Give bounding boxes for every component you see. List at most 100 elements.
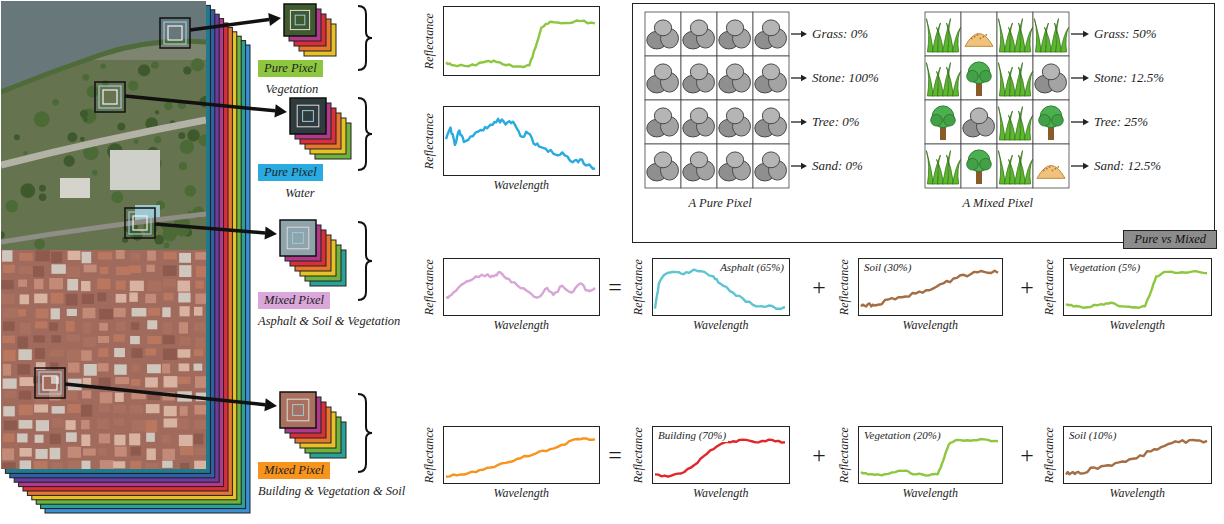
stone-icon — [690, 64, 707, 80]
percentage-label: Tree: 0% — [812, 114, 860, 130]
grass-icon — [998, 107, 1005, 140]
grass-icon — [947, 23, 954, 52]
roof — [164, 376, 178, 387]
sand-grain — [971, 38, 973, 40]
roof — [66, 432, 77, 441]
stone-icon — [726, 108, 743, 124]
grass-icon — [953, 159, 961, 184]
chart-title: Soil (30%) — [862, 261, 913, 274]
selection-square — [39, 372, 61, 394]
river — [1, 1, 206, 92]
tile-frame — [997, 12, 1033, 56]
axis-label-y: Reflectance — [422, 427, 436, 483]
grass-icon — [1008, 71, 1015, 96]
roof — [113, 405, 125, 413]
roof — [145, 463, 159, 469]
roof — [3, 406, 15, 416]
roof — [20, 448, 32, 457]
roof — [147, 448, 156, 460]
roof — [18, 309, 26, 317]
roof — [132, 364, 140, 373]
roof — [81, 420, 89, 429]
roof — [20, 294, 29, 304]
roof — [164, 293, 174, 301]
grass-icon — [1025, 115, 1033, 140]
roof — [180, 306, 190, 316]
roof — [81, 350, 92, 360]
roof — [163, 252, 176, 260]
arrow-head — [274, 104, 287, 117]
roof — [194, 322, 205, 331]
axis-label-x: Wavelength — [903, 318, 959, 332]
roof — [51, 264, 65, 274]
roof — [50, 363, 58, 371]
roof — [65, 420, 75, 430]
roof — [162, 461, 173, 468]
pixel-caption: Vegetation — [266, 82, 319, 97]
grass-icon — [1044, 27, 1051, 52]
tile-frame — [717, 144, 753, 188]
roof — [66, 294, 78, 306]
spectrum-chart: Vegetation (5%)ReflectanceWavelength — [1063, 258, 1212, 316]
tree-canopy — [39, 185, 46, 192]
tile-frame — [925, 100, 961, 144]
patch-inner — [297, 105, 319, 127]
roof — [97, 363, 108, 371]
arrow-head — [801, 119, 807, 126]
roof — [81, 405, 92, 417]
roof — [146, 265, 154, 272]
roof — [82, 294, 94, 304]
axis-label-x: Wavelength — [1110, 318, 1166, 332]
grass-icon — [947, 155, 954, 184]
city-area — [1, 250, 206, 469]
roof — [36, 362, 46, 370]
roof — [49, 278, 63, 289]
roof — [130, 336, 140, 344]
axis-label-x: Wavelength — [693, 486, 749, 500]
tile-frame — [961, 12, 997, 56]
pixel-caption: Water — [285, 186, 314, 201]
roof — [2, 462, 16, 469]
sand-grain — [1049, 166, 1051, 168]
arrow-head — [801, 31, 807, 38]
tree-canopy — [80, 110, 88, 118]
pixel-caption: Building & Vegetation & Soil — [258, 484, 405, 499]
axis-label-x: Wavelength — [903, 486, 959, 500]
road — [1, 120, 206, 165]
roof — [84, 265, 97, 273]
tree-canopy — [6, 200, 18, 212]
arrow-head — [1083, 31, 1089, 38]
stone-icon — [1042, 64, 1059, 80]
arrow-line — [155, 224, 265, 233]
roof — [131, 379, 140, 386]
roof — [162, 364, 170, 374]
stone-icon — [690, 108, 707, 124]
roof — [130, 281, 144, 291]
roof — [3, 378, 17, 388]
tree-icon — [980, 158, 992, 170]
patch-inner — [293, 405, 304, 416]
sand-grain — [1046, 168, 1048, 170]
roof — [162, 449, 174, 460]
selection-square — [129, 212, 151, 234]
grass-icon — [1025, 71, 1033, 96]
roof — [99, 309, 113, 319]
stone-icon — [654, 152, 671, 168]
spectrum-curve — [1066, 271, 1207, 308]
roof — [147, 336, 161, 344]
patch-inner — [290, 10, 309, 29]
percentage-label: Sand: 12.5% — [1094, 158, 1161, 174]
roof — [163, 279, 176, 288]
spectrum-curve — [446, 272, 595, 298]
roof — [194, 307, 203, 316]
roof — [194, 461, 206, 469]
badge-label: Pure Pixel — [264, 61, 317, 76]
arrow-line — [1071, 77, 1083, 78]
arrow-head — [1083, 75, 1089, 82]
roof — [148, 280, 162, 291]
roof — [19, 405, 33, 416]
roof — [68, 461, 82, 469]
tree-canopy — [34, 111, 50, 127]
roof — [51, 462, 63, 469]
axis-label-x: Wavelength — [494, 178, 550, 192]
